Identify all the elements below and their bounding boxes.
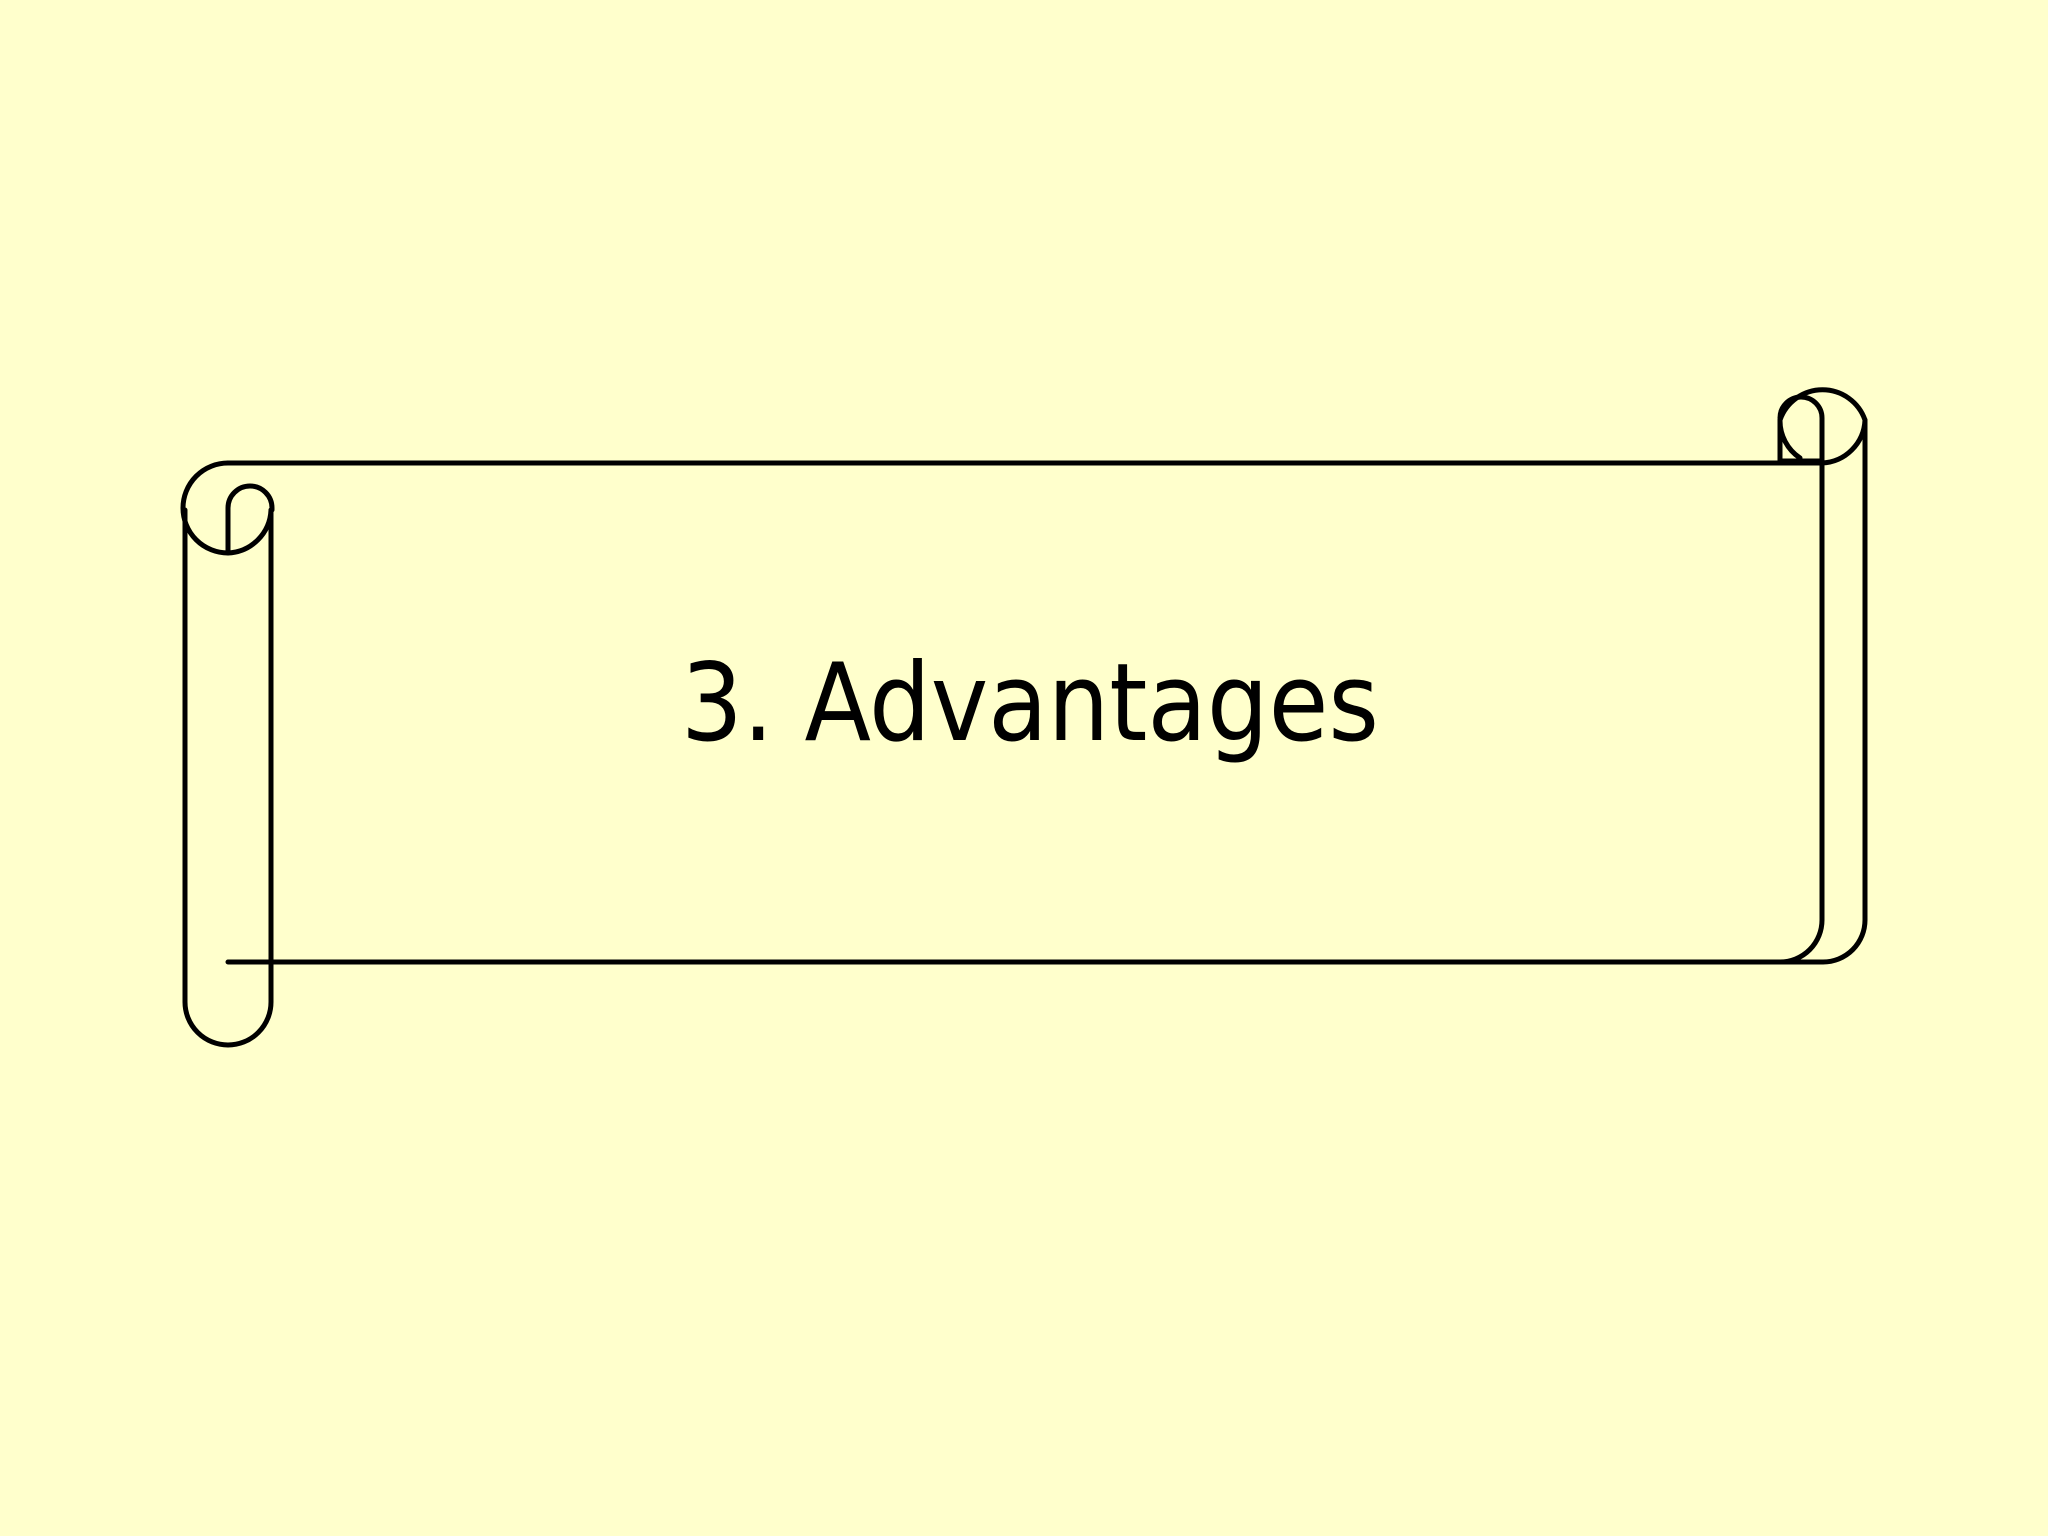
scroll-body-fill bbox=[228, 463, 1822, 962]
right-curl-inner-hook bbox=[1777, 394, 1825, 464]
left-roll-left-edge bbox=[182, 507, 274, 1048]
left-roll-fill bbox=[185, 510, 271, 1043]
left-curl-outer-arc bbox=[180, 460, 274, 556]
right-roll-right-edge bbox=[1777, 417, 1868, 965]
left-curl-inner-hook bbox=[225, 483, 275, 556]
page-title: 3. Advantages bbox=[680, 641, 1380, 766]
